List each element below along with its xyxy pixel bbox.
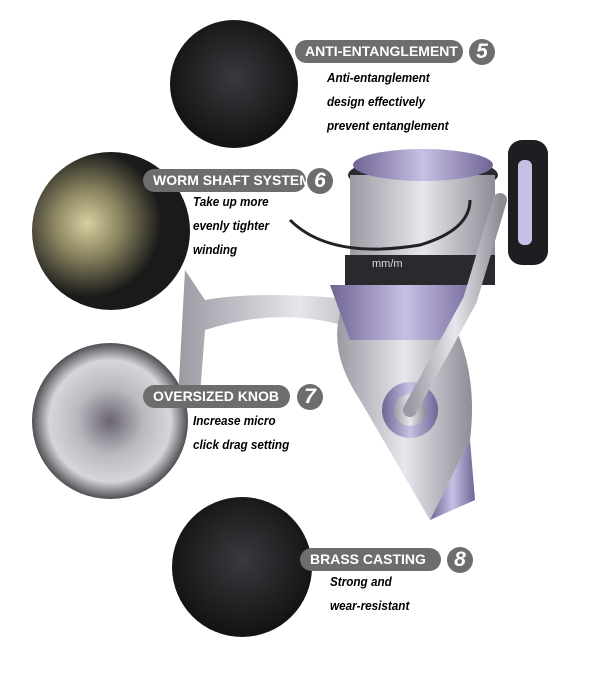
feature-desc-7-line2: click drag setting <box>193 437 290 452</box>
detail-image-anti-entanglement <box>170 20 298 148</box>
feature-number-6: 6 <box>307 168 333 194</box>
feature-desc-8-line1: Strong and <box>330 574 392 589</box>
feature-desc-5-line1: Anti-entanglement <box>327 70 430 85</box>
feature-title-8: BRASS CASTING <box>300 548 441 571</box>
reel-spool <box>350 175 495 255</box>
feature-desc-6-line2: evenly tighter <box>193 218 270 233</box>
feature-number-8: 8 <box>447 547 473 573</box>
reel-marking: mm/m <box>372 258 403 270</box>
feature-desc-7-line1: Increase micro <box>193 413 276 428</box>
reel-body-accent <box>430 440 475 520</box>
feature-title-5: ANTI-ENTANGLEMENT <box>295 40 463 63</box>
handle-knob-highlight <box>518 160 532 245</box>
reel-rotor <box>330 285 480 340</box>
spool-cap <box>353 149 493 181</box>
feature-number-5: 5 <box>469 39 495 65</box>
detail-image-oversized-knob <box>32 343 188 499</box>
reel-handle-arm <box>403 193 507 417</box>
feature-desc-8-line2: wear-resistant <box>330 598 410 613</box>
feature-desc-6-line1: Take up more <box>193 194 269 209</box>
feature-desc-5-line3: prevent entanglement <box>327 118 449 133</box>
feature-desc-5-line2: design effectively <box>327 94 425 109</box>
feature-desc-6-line3: winding <box>193 242 238 257</box>
feature-number-7: 7 <box>297 384 323 410</box>
feature-title-7: OVERSIZED KNOB <box>143 385 290 408</box>
feature-title-6: WORM SHAFT SYSTEM <box>143 169 311 192</box>
detail-image-brass-casting <box>172 497 312 637</box>
bail-wire <box>288 199 472 251</box>
